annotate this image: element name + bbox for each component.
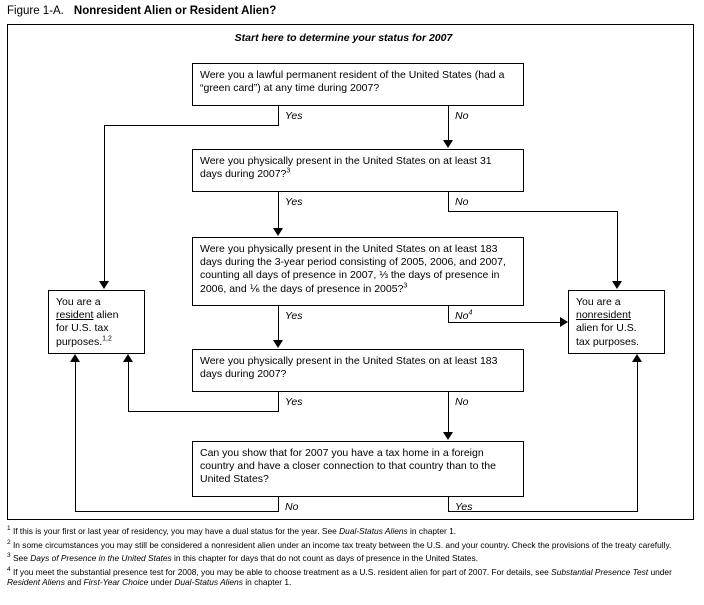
connector-q5-no-vertical [75, 362, 76, 512]
footnote-4: 4 If you meet the substantial presence t… [7, 565, 697, 588]
arrowhead-to-nonresident-from-q3 [560, 317, 568, 327]
arrowhead-to-nonresident-from-q2 [612, 281, 622, 289]
arrowhead-to-q5 [443, 432, 453, 440]
footnote-3: 3 See Days of Presence in the United Sta… [7, 553, 697, 564]
footnotes: 1 If this is your first or last year of … [7, 525, 697, 591]
question-box-183-days-2007: Were you physically present in the Unite… [192, 349, 524, 392]
connector-q2-yes-vertical [278, 192, 279, 229]
connector-q2-no-stub [448, 192, 449, 212]
connector-q4-no-vertical [448, 392, 449, 434]
footnote-marker: 1 [7, 525, 11, 533]
arrowhead-to-resident-from-q5 [70, 354, 80, 362]
branch-label-q2-no: No [455, 196, 469, 208]
outcome-line-3: for U.S. tax [56, 322, 109, 335]
figure-name: Nonresident Alien or Resident Alien? [73, 5, 277, 17]
branch-label-q1-no: No [455, 110, 469, 122]
outcome-line-3: tax purposes. [576, 335, 640, 348]
outcome-box-resident-alien: You are a resident alien for U.S. tax pu… [48, 290, 145, 354]
connector-q1-yes-vertical [104, 125, 105, 282]
outcome-line-1: You are a [56, 296, 101, 308]
arrowhead-to-q2 [443, 140, 453, 148]
connector-q4-yes-stub [278, 392, 279, 412]
question-text: Can you show that for 2007 you have a ta… [200, 447, 496, 486]
connector-q2-no-vertical [617, 211, 618, 282]
connector-q5-yes-horizontal [448, 511, 638, 512]
branch-label-text: No [455, 310, 469, 322]
arrowhead-to-q4 [273, 340, 283, 348]
footnote-text-run: in this chapter for days that do not cou… [171, 553, 479, 564]
branch-label-q3-yes: Yes [285, 310, 303, 322]
branch-label-q5-yes: Yes [455, 501, 473, 513]
footnote-ref: 4 [468, 309, 473, 317]
connector-q1-yes-horizontal [104, 125, 279, 126]
footnote-ref: 3 [403, 282, 408, 290]
connector-q4-yes-vertical [128, 362, 129, 412]
footnote-text-run: under [648, 566, 672, 577]
footnote-1: 1 If this is your first or last year of … [7, 525, 697, 537]
question-text: Were you physically present in the Unite… [200, 355, 498, 381]
connector-q3-yes-vertical [278, 306, 279, 341]
branch-label-q1-yes: Yes [285, 110, 303, 122]
branch-label-q4-no: No [455, 396, 469, 408]
question-box-closer-connection: Can you show that for 2007 you have a ta… [192, 441, 524, 497]
outcome-emphasis: resident [56, 309, 94, 322]
footnote-text-run: In some circumstances you may still be c… [12, 539, 672, 550]
footnote-ref: 3 [286, 167, 291, 175]
footnote-text-run: and [64, 577, 84, 588]
connector-q5-no-horizontal [75, 511, 279, 512]
footnote-italic-run: First-Year Choice [83, 577, 149, 588]
branch-label-q3-no: No4 [455, 309, 473, 323]
connector-q2-no-horizontal [448, 211, 618, 212]
footnote-text-run: See [12, 553, 31, 564]
footnote-italic-run: Substantial Presence Test [551, 566, 649, 577]
outcome-line-2: alien for U.S. [576, 322, 637, 335]
connector-q3-no-stub [448, 306, 449, 323]
question-box-183-days-3-year: Were you physically present in the Unite… [192, 237, 524, 306]
connector-q5-yes-stub [448, 497, 449, 512]
connector-q1-yes-stub [278, 106, 279, 126]
footnote-2: 2 In some circumstances you may still be… [7, 538, 697, 551]
chart-frame [7, 24, 694, 520]
footnote-italic-run: Dual-Status Aliens [174, 577, 243, 588]
footnote-text-run: If this is your first or last year of re… [12, 526, 340, 536]
outcome-line-2: alien [93, 309, 119, 322]
start-note: Start here to determine your status for … [234, 32, 453, 44]
outcome-emphasis: nonresident [576, 309, 631, 322]
footnote-marker: 2 [7, 538, 11, 546]
question-text: Were you physically present in the Unite… [200, 155, 492, 181]
footnote-text-run: If you meet the substantial presence tes… [12, 566, 552, 577]
branch-label-q5-no: No [285, 501, 299, 513]
footnote-italic-run: Dual-Status Aliens [339, 526, 408, 536]
connector-q5-no-stub [278, 497, 279, 512]
footnote-text-run: under [148, 577, 175, 588]
connector-q3-no-horizontal [448, 322, 561, 323]
footnote-text-run: in chapter 1. [242, 577, 292, 588]
question-box-green-card: Were you a lawful permanent resident of … [192, 63, 524, 106]
footnote-italic-run: Resident Aliens [7, 577, 65, 588]
arrowhead-to-resident-from-q1 [99, 281, 109, 289]
connector-q5-yes-vertical [637, 362, 638, 512]
footnote-text-run: in chapter 1. [407, 526, 457, 536]
footnote-ref: 1,2 [102, 335, 112, 343]
question-text: Were you a lawful permanent resident of … [200, 69, 505, 95]
outcome-box-nonresident-alien: You are a nonresident alien for U.S. tax… [568, 290, 665, 354]
branch-label-q4-yes: Yes [285, 396, 303, 408]
question-box-31-days: Were you physically present in the Unite… [192, 149, 524, 192]
arrowhead-to-q3 [273, 228, 283, 236]
connector-q1-no-vertical [448, 106, 449, 141]
footnote-italic-run: Days of Presence in the United States [30, 553, 172, 564]
outcome-line-1: You are a [576, 296, 621, 308]
outcome-line-4: purposes. [56, 335, 103, 348]
page-title: Figure 1-A. Nonresident Alien or Resident… [7, 5, 276, 17]
footnote-marker: 4 [7, 565, 11, 573]
arrowhead-to-nonresident-from-q5 [632, 354, 642, 362]
figure-label: Figure 1-A. [7, 5, 64, 17]
question-text: Were you physically present in the Unite… [200, 243, 506, 295]
connector-q4-yes-horizontal [128, 411, 279, 412]
branch-label-q2-yes: Yes [285, 196, 303, 208]
footnote-marker: 3 [7, 552, 11, 560]
arrowhead-to-resident-from-q4 [123, 354, 133, 362]
